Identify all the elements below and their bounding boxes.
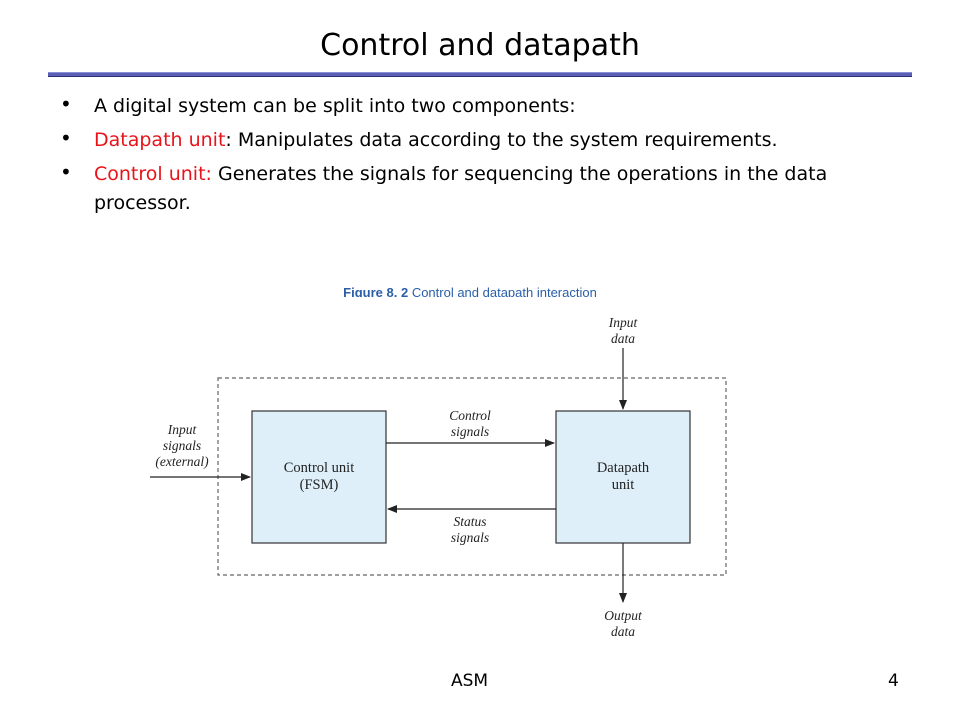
bullet-text: A digital system can be split into two c… <box>94 95 576 117</box>
bullet-dot: • <box>60 160 72 184</box>
bullet-list: • A digital system can be split into two… <box>58 92 858 223</box>
input-signals-label: (external) <box>155 454 209 469</box>
input-data-label: Input <box>608 315 639 330</box>
bullet-item: • Datapath unit: Manipulates data accord… <box>58 126 858 155</box>
slide-title: Control and datapath <box>320 28 640 63</box>
input-signals-label: signals <box>163 438 201 453</box>
output-data-label: data <box>611 624 635 639</box>
figure-caption-text: Control and datapath interaction <box>411 285 597 297</box>
bullet-text: Generates the signals for sequencing the… <box>94 163 828 214</box>
bullet-dot: • <box>60 126 72 150</box>
bullet-dot: • <box>60 92 72 116</box>
input-data-label: data <box>611 331 635 346</box>
status-signals-label: Status <box>453 514 486 529</box>
figure-caption: Figure 8. 2 Control and datapath interac… <box>0 283 940 297</box>
page-number: 4 <box>888 671 899 691</box>
control-unit-label: Control unit <box>284 460 355 476</box>
title-underline <box>48 72 912 77</box>
datapath-unit-box <box>555 410 691 544</box>
bullet-item: • A digital system can be split into two… <box>58 92 858 121</box>
status-signals-label: signals <box>451 530 489 545</box>
input-signals-label: Input <box>167 422 198 437</box>
datapath-unit-label: Datapath <box>597 460 650 476</box>
control-unit-sublabel: (FSM) <box>300 477 339 493</box>
datapath-unit-sublabel: unit <box>612 477 635 493</box>
bullet-highlight: Control unit: <box>94 163 212 185</box>
control-signals-label: Control <box>449 408 491 423</box>
output-data-label: Output <box>604 608 643 623</box>
bullet-text: : Manipulates data according to the syst… <box>225 129 778 151</box>
footer-label: ASM <box>451 671 489 691</box>
figure-number: Figure 8. 2 <box>343 285 409 297</box>
bullet-highlight: Datapath unit <box>94 129 226 151</box>
control-unit-box <box>251 410 387 544</box>
bullet-item: • Control unit: Generates the signals fo… <box>58 160 858 218</box>
control-signals-label: signals <box>451 424 489 439</box>
